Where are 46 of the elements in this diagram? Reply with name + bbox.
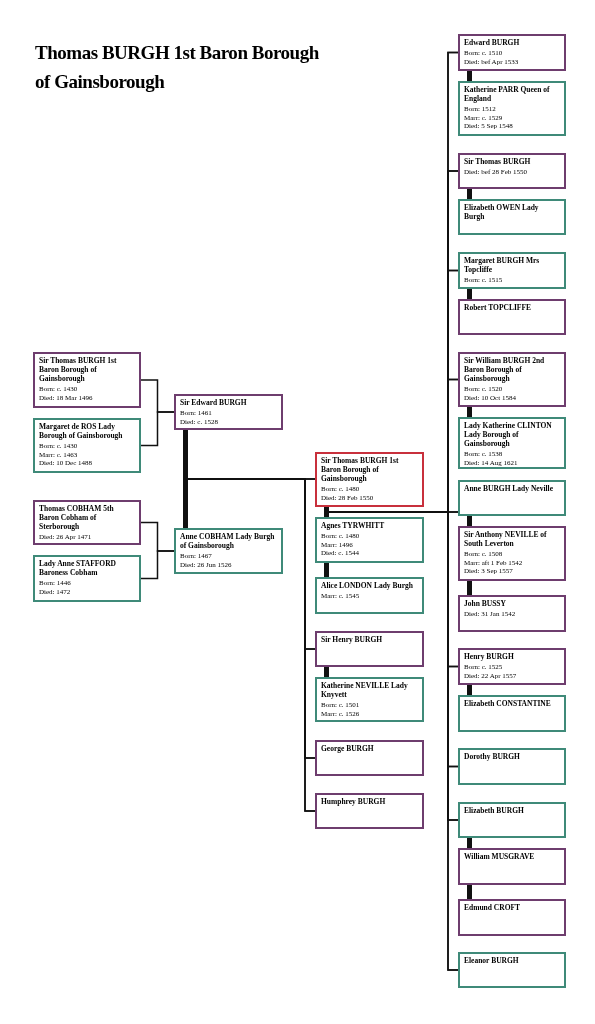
person-box xyxy=(315,677,424,722)
person-box xyxy=(458,34,566,71)
marriage-double-line xyxy=(324,563,329,577)
person-box xyxy=(458,480,566,516)
person-box xyxy=(458,595,566,632)
person-box xyxy=(458,199,566,235)
person-box xyxy=(315,517,424,563)
person-box xyxy=(33,352,141,408)
person-box xyxy=(458,952,566,988)
marriage-double-line xyxy=(467,885,472,899)
person-box xyxy=(33,418,141,473)
person-box xyxy=(458,153,566,189)
marriage-double-line xyxy=(467,289,472,299)
person-box xyxy=(458,299,566,335)
person-box xyxy=(315,740,424,776)
person-box xyxy=(458,899,566,936)
lineage-line xyxy=(140,411,175,447)
person-box xyxy=(458,417,566,469)
marriage-double-line xyxy=(467,189,472,199)
marriage-double-line xyxy=(467,71,472,81)
marriage-double-line xyxy=(467,838,472,848)
person-box xyxy=(315,452,424,507)
marriage-double-line xyxy=(467,516,472,526)
person-box xyxy=(33,500,141,545)
marriage-double-line xyxy=(324,667,329,677)
marriage-double-line xyxy=(467,685,472,695)
person-box xyxy=(458,252,566,289)
person-box xyxy=(458,802,566,838)
person-box xyxy=(458,695,566,732)
person-box xyxy=(458,352,566,407)
person-box xyxy=(458,748,566,785)
person-box xyxy=(315,631,424,667)
person-box xyxy=(458,848,566,885)
person-box xyxy=(458,526,566,581)
person-box xyxy=(315,577,424,614)
title: Thomas BURGH 1st Baron Borough of Gainsborough xyxy=(35,41,320,94)
person-box xyxy=(315,793,424,829)
person-box xyxy=(33,555,141,602)
marriage-double-line xyxy=(183,430,188,528)
person-box xyxy=(458,648,566,685)
person-box xyxy=(174,528,283,574)
lineage-line xyxy=(140,550,175,580)
person-box xyxy=(174,394,283,430)
person-box xyxy=(458,81,566,136)
marriage-double-line xyxy=(467,581,472,595)
marriage-double-line xyxy=(467,407,472,417)
